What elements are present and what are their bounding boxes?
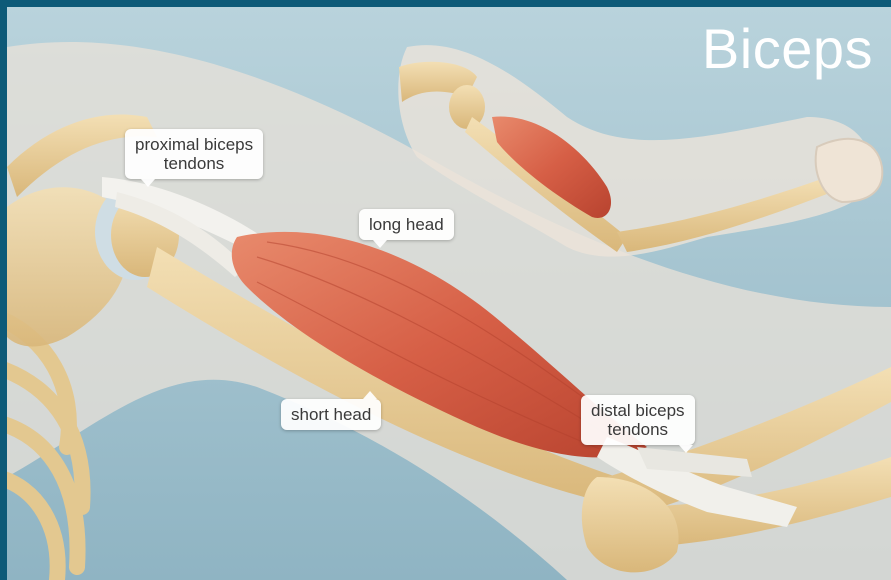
label-distal-line2: tendons <box>591 420 685 439</box>
inset-humeral-head <box>449 85 485 129</box>
inset-fist <box>816 139 883 202</box>
label-long-head-text: long head <box>369 215 444 234</box>
label-distal-biceps-tendons: distal biceps tendons <box>581 395 695 445</box>
diagram-title: Biceps <box>702 21 873 77</box>
label-long-head: long head <box>359 209 454 240</box>
label-distal-line1: distal biceps <box>591 401 685 420</box>
label-short-head-text: short head <box>291 405 371 424</box>
illustration-canvas: Biceps proximal biceps tendons long head… <box>7 7 891 580</box>
label-proximal-line1: proximal biceps <box>135 135 253 154</box>
anatomy-illustration <box>7 7 891 580</box>
label-proximal-line2: tendons <box>135 154 253 173</box>
label-proximal-biceps-tendons: proximal biceps tendons <box>125 129 263 179</box>
label-short-head: short head <box>281 399 381 430</box>
